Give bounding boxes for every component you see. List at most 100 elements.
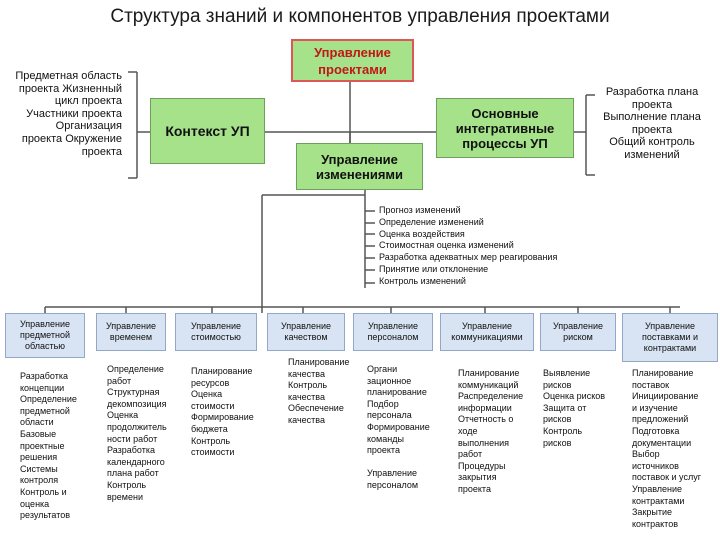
area-label: Управление предметной областью: [19, 319, 71, 351]
area-item: Определение: [20, 394, 77, 405]
area-item: Определение: [107, 364, 164, 374]
area-item: источников: [632, 460, 679, 471]
area-box-cost: Управление стоимостью: [175, 313, 257, 351]
area-item: Органи: [367, 364, 398, 374]
area-item: проекта: [458, 483, 491, 494]
integrative-processes-label: Основные интегративные процессы УП: [455, 105, 555, 151]
area-label: Управление риском: [552, 321, 604, 342]
area-item: Планирование: [632, 368, 694, 378]
area-items-scope: Разработка концепции Определение предмет…: [20, 371, 77, 522]
area-item: продолжитель: [107, 421, 167, 432]
context-pm-label: Контекст УП: [165, 123, 250, 139]
area-box-procurement: Управление поставками и контрактами: [622, 313, 718, 362]
area-items-quality: Планирование качества Контроль качества …: [288, 357, 349, 427]
context-pm-box: Контекст УП: [150, 98, 265, 164]
area-item: Оценка: [107, 410, 139, 421]
area-item: качества: [288, 414, 325, 425]
area-label: Управление персоналом: [367, 321, 419, 342]
area-item: Выявление: [543, 368, 591, 378]
area-item: Защита от: [543, 402, 587, 413]
area-item: рисков: [543, 379, 572, 390]
area-item: Подготовка: [632, 425, 680, 436]
change-item: Стоимостная оценка изменений: [379, 240, 514, 251]
area-label: Управление коммуникациями: [451, 321, 523, 342]
area-item: Подбор: [367, 398, 399, 409]
area-items-personnel: Органи зационное планирование Подбор пер…: [367, 364, 430, 492]
area-item: Разработка: [20, 371, 68, 381]
area-label: Управление поставками и контрактами: [641, 321, 699, 353]
area-item: стоимости: [191, 400, 235, 411]
area-item: Планирование: [191, 366, 253, 376]
area-item: Процедуры: [458, 460, 506, 471]
area-item: Контроль: [191, 435, 231, 446]
area-item: Закрытие: [632, 507, 673, 518]
change-management-label: Управление изменениями: [315, 151, 404, 182]
area-item: контрактами: [632, 495, 685, 506]
area-item: области: [20, 417, 54, 428]
area-item: предложений: [632, 414, 689, 425]
area-item: рисков: [543, 414, 572, 425]
area-item: Управление: [367, 468, 418, 479]
area-item: рисков: [543, 437, 572, 448]
integrative-item: проекта: [631, 123, 673, 136]
area-item: персонала: [367, 410, 412, 421]
area-item: Отчетность о: [458, 414, 514, 425]
area-item: Планирование: [458, 368, 520, 378]
area-box-risk: Управление риском: [540, 313, 616, 351]
context-item: проекта: [81, 145, 122, 158]
area-item: плана работ: [107, 468, 159, 479]
area-item: Оценка рисков: [543, 391, 606, 402]
integrative-item: Разработка плана: [605, 86, 699, 98]
area-item: Контроль: [107, 479, 147, 490]
area-item: оценка: [20, 498, 50, 509]
area-box-scope: Управление предметной областью: [5, 313, 85, 358]
area-item: выполнения: [458, 437, 510, 448]
context-item: Организация: [55, 120, 122, 133]
integrative-item: Выполнение плана: [603, 111, 701, 124]
area-box-quality: Управление качеством: [267, 313, 345, 351]
area-item: проектные: [20, 440, 65, 451]
area-label: Управление стоимостью: [190, 321, 242, 342]
area-item: Обеспечение: [288, 403, 344, 414]
area-item: ности работ: [107, 433, 158, 444]
area-item: Выбор: [632, 449, 660, 460]
area-items-communications: Планирование коммуникаций Распределение …: [458, 368, 523, 496]
context-item: проекта Жизненный: [18, 82, 122, 95]
area-items-time: Определение работ Структурная декомпозиц…: [107, 364, 167, 503]
context-items-list: Предметная область проекта Жизненный цик…: [0, 70, 122, 158]
area-item: Формирование: [191, 412, 254, 423]
area-box-personnel: Управление персоналом: [353, 313, 433, 351]
area-item: качества: [288, 368, 325, 379]
area-item: закрытия: [458, 472, 497, 483]
area-item: Системы: [20, 463, 58, 474]
context-item: цикл проекта: [54, 95, 122, 108]
change-item: Прогноз изменений: [379, 205, 461, 215]
area-item: Распределение: [458, 391, 524, 402]
area-item: ходе: [458, 425, 478, 436]
area-box-communications: Управление коммуникациями: [440, 313, 534, 351]
area-item: поставок: [632, 379, 670, 390]
area-item: бюджета: [191, 423, 228, 434]
integrative-items-list: Разработка плана проекта Выполнение план…: [597, 86, 707, 162]
area-item: стоимости: [191, 447, 235, 458]
area-box-time: Управление временем: [96, 313, 166, 351]
integrative-item: Общий контроль: [609, 136, 695, 149]
area-items-procurement: Планирование поставок Инициирование и из…: [632, 368, 701, 530]
integrative-item: проекта: [631, 98, 673, 111]
area-item: Оценка: [191, 389, 223, 400]
area-item: результатов: [20, 510, 71, 521]
area-item: Формирование: [367, 421, 430, 432]
area-item: времени: [107, 491, 143, 502]
context-item: Участники проекта: [26, 107, 122, 120]
area-item: команды: [367, 433, 404, 444]
area-item: Структурная: [107, 387, 160, 398]
area-item: ресурсов: [191, 377, 230, 388]
change-item: Определение изменений: [379, 216, 484, 227]
area-label: Управление качеством: [280, 321, 332, 342]
area-item: зационное: [367, 375, 412, 386]
area-item: Разработка: [107, 445, 155, 456]
area-item: контроля: [20, 475, 59, 486]
area-item: персоналом: [367, 479, 419, 490]
area-item: Управление: [632, 483, 683, 494]
